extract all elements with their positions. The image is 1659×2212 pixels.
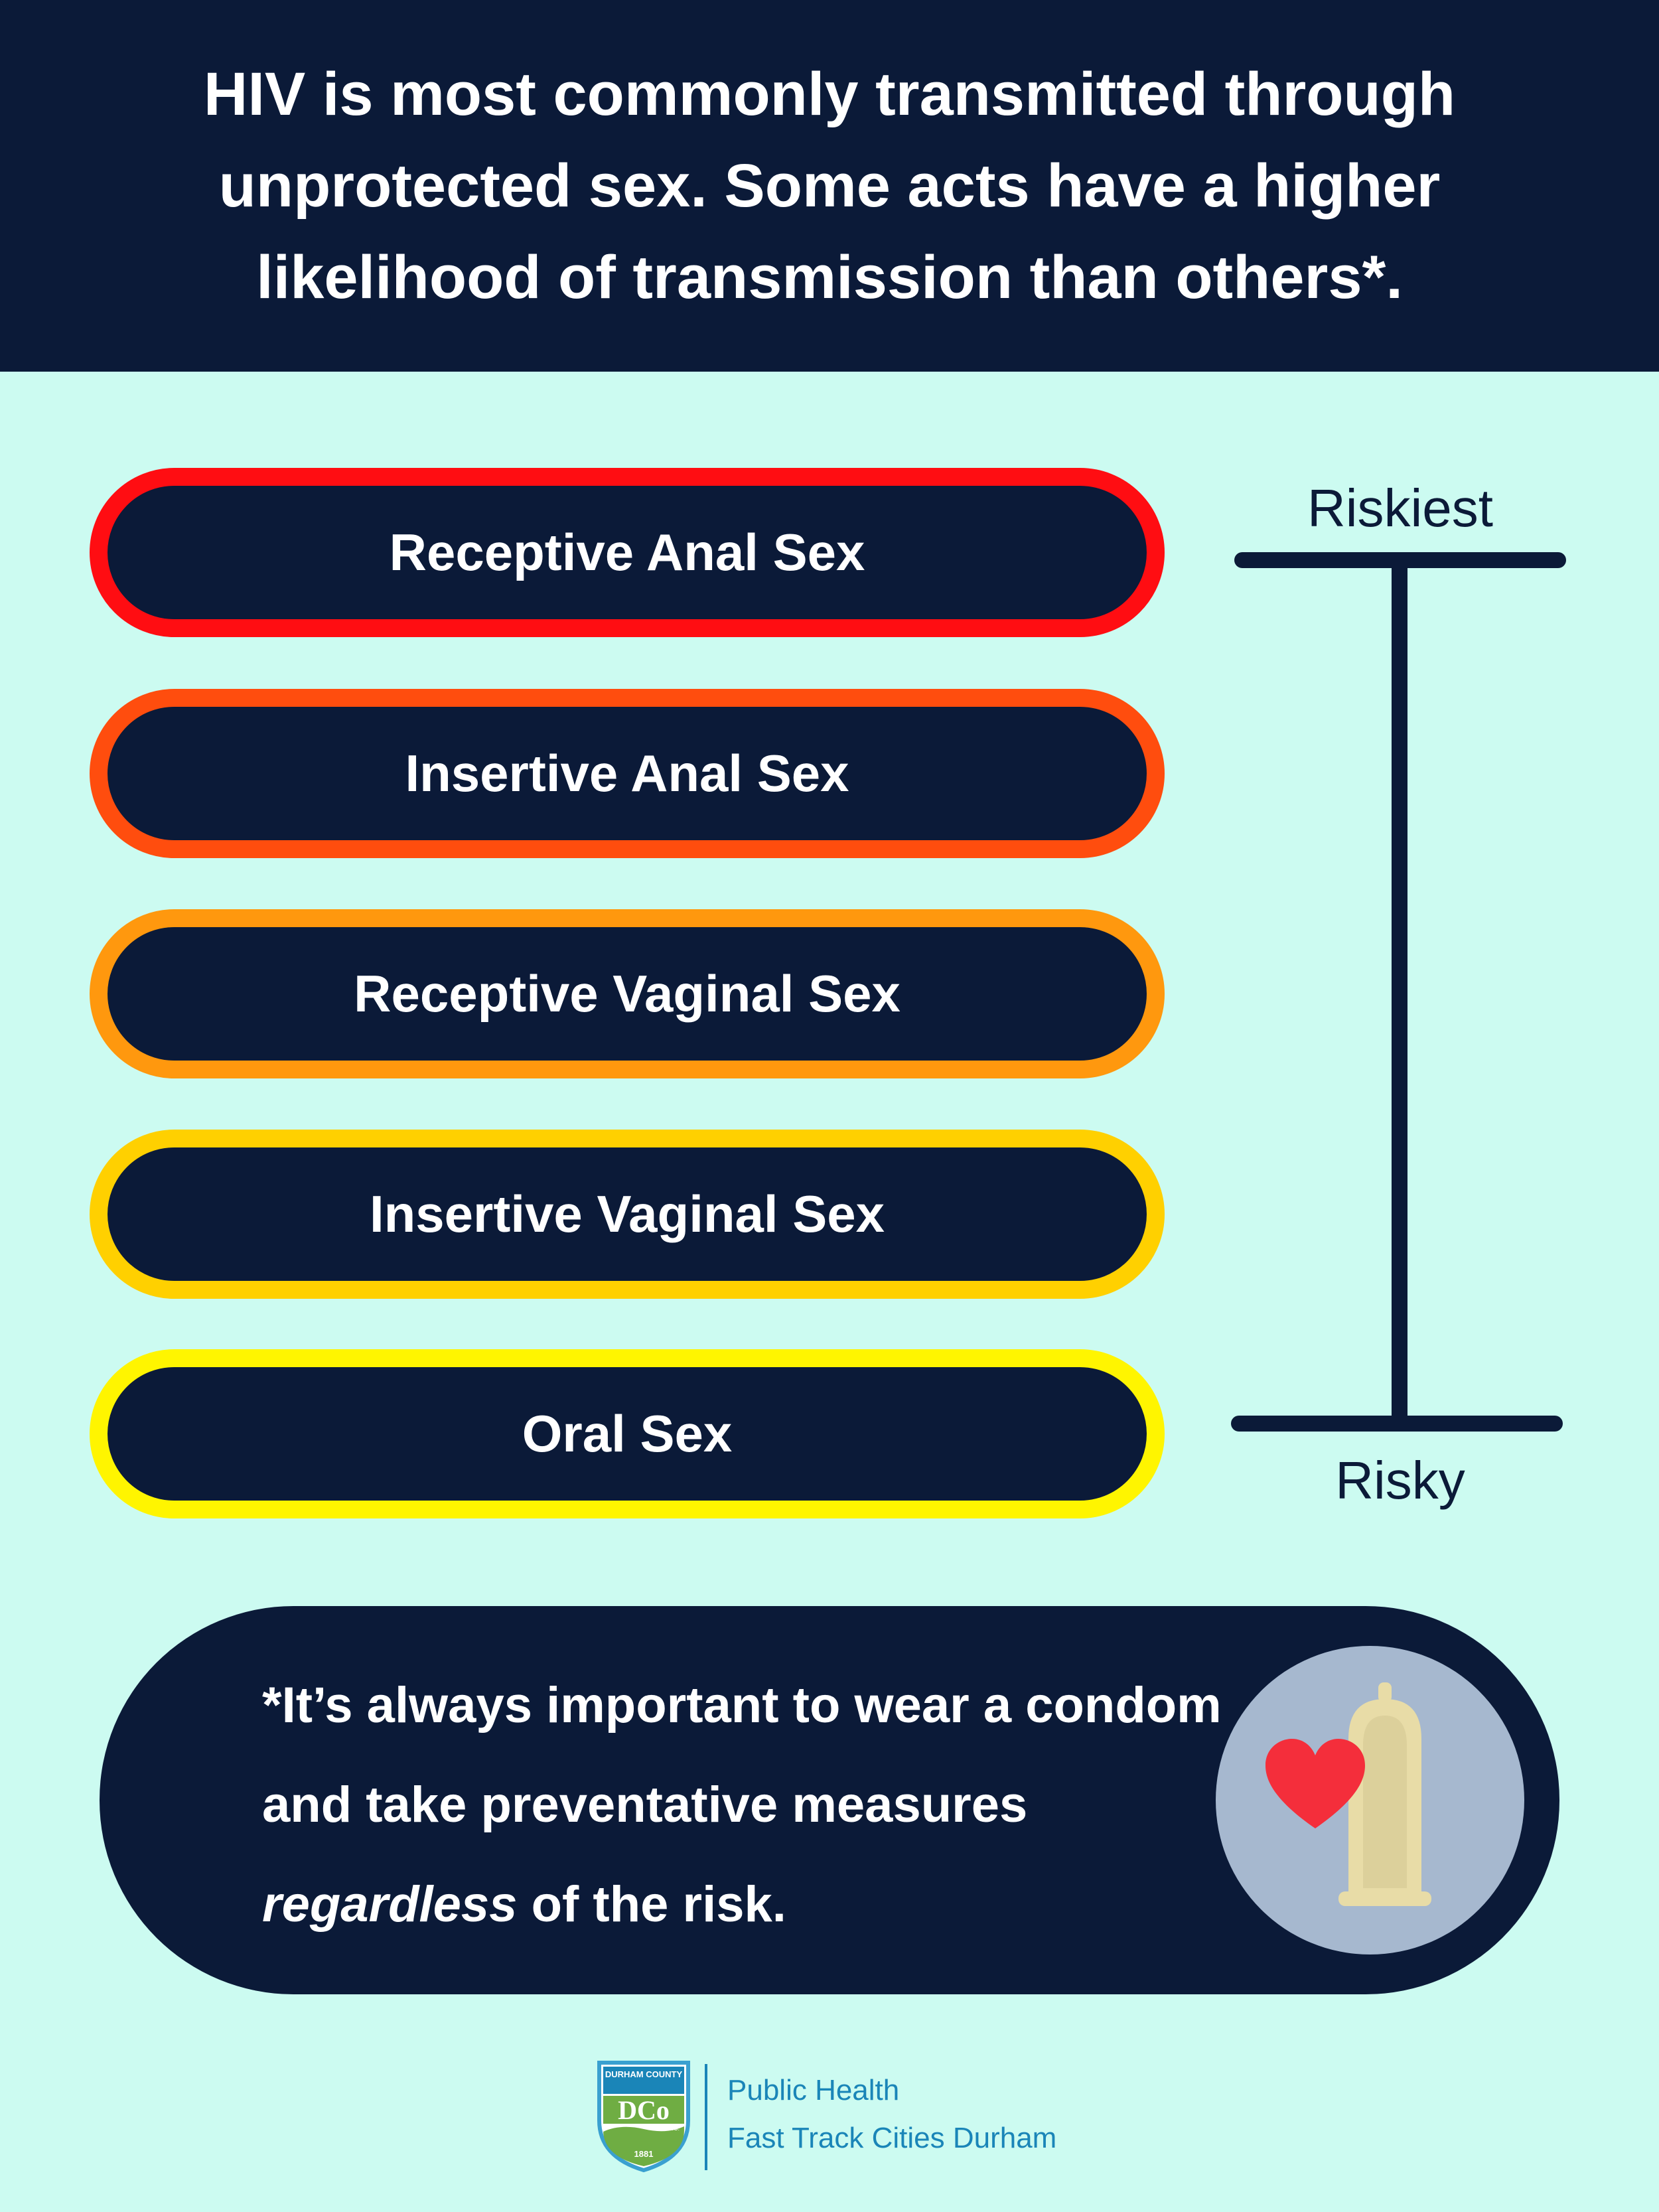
durham-county-logo: DURHAM COUNTY DCo N.C. 1881 bbox=[594, 2057, 693, 2177]
svg-text:1881: 1881 bbox=[634, 2149, 654, 2159]
svg-text:DURHAM COUNTY: DURHAM COUNTY bbox=[605, 2069, 683, 2079]
note-text: *It’s always important to wear a condom … bbox=[262, 1677, 1222, 1933]
risk-item-label: Oral Sex bbox=[522, 1404, 733, 1463]
risk-item-label: Receptive Vaginal Sex bbox=[354, 964, 901, 1023]
footer-line-fast-track: Fast Track Cities Durham bbox=[727, 2122, 1057, 2154]
risk-item-insertive-vaginal: Insertive Vaginal Sex bbox=[90, 1130, 1165, 1299]
scale-top-label: Riskiest bbox=[1307, 479, 1494, 538]
risk-item-insertive-anal: Insertive Anal Sex bbox=[90, 689, 1165, 858]
page-title: HIV is most commonly transmitted through… bbox=[203, 60, 1456, 311]
footer-line-public-health: Public Health bbox=[727, 2074, 900, 2106]
prevention-note: *It’s always important to wear a condom … bbox=[100, 1606, 1559, 1994]
footer-divider bbox=[705, 2064, 707, 2170]
risk-item-receptive-vaginal: Receptive Vaginal Sex bbox=[90, 909, 1165, 1078]
risk-item-label: Receptive Anal Sex bbox=[389, 523, 865, 581]
note-emphasis: regardless bbox=[262, 1876, 518, 1933]
condom-icon bbox=[1338, 1682, 1431, 1906]
risk-item-receptive-anal: Receptive Anal Sex bbox=[90, 468, 1165, 637]
scale-bottom-bar bbox=[1231, 1416, 1563, 1432]
heart-icon bbox=[1265, 1739, 1365, 1828]
scale-vertical-line bbox=[1392, 561, 1407, 1424]
scale-bottom-label: Risky bbox=[1335, 1451, 1465, 1510]
risk-item-label: Insertive Vaginal Sex bbox=[369, 1185, 885, 1243]
condom-heart-icon bbox=[1216, 1646, 1524, 1954]
header-banner: HIV is most commonly transmitted through… bbox=[0, 0, 1659, 372]
svg-text:N.C.: N.C. bbox=[668, 2125, 680, 2132]
risk-item-oral: Oral Sex bbox=[90, 1349, 1165, 1518]
risk-item-label: Insertive Anal Sex bbox=[405, 744, 849, 802]
svg-text:DCo: DCo bbox=[618, 2095, 670, 2125]
